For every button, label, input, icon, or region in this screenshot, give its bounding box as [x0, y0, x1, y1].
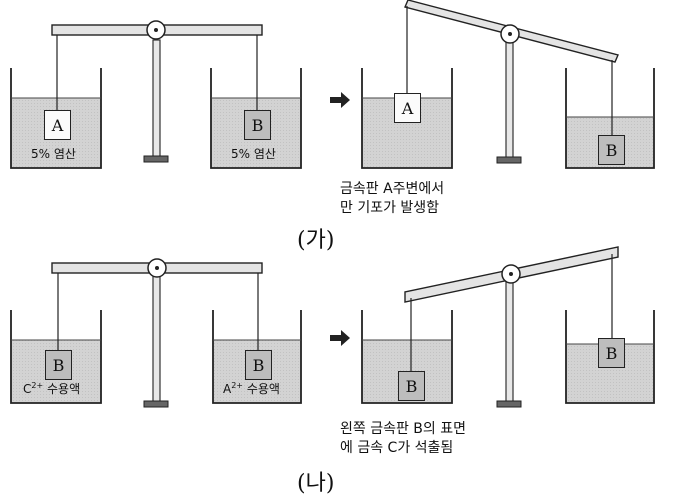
na-left-ion-charge: 2+ [31, 381, 44, 390]
na-before-left-beaker [10, 310, 102, 404]
na-before-stand-pole [152, 274, 161, 404]
ga-after-right-plate: B [598, 135, 625, 165]
na-before-right-beaker [212, 310, 302, 404]
ga-after-stand-base [496, 156, 522, 164]
ga-after-right-beaker [565, 68, 655, 169]
na-after-stand-base [496, 400, 522, 408]
ga-before-right-plate: B [244, 110, 271, 140]
na-arrow-icon [330, 330, 350, 346]
ga-before-right-plate-label: B [251, 115, 264, 135]
na-before-right-plate: B [245, 350, 272, 380]
na-before-left-plate: B [45, 350, 72, 380]
na-before-left-solution-label: C2+ 수용액 [23, 380, 80, 397]
na-before-right-plate-label: B [252, 355, 265, 375]
ga-before-left-plate: A [44, 110, 71, 140]
ga-arrow-icon [330, 92, 350, 108]
na-before-stand-base [143, 400, 169, 408]
na-after-apparatus [361, 246, 655, 408]
ga-after-right-plate-label: B [605, 140, 618, 160]
na-left-solution-text: 수용액 [47, 382, 81, 396]
ga-after-left-plate-label: A [401, 98, 414, 118]
na-after-left-plate: B [398, 371, 425, 401]
na-after-left-plate-label: B [405, 376, 418, 396]
ga-before-left-beaker [10, 68, 102, 169]
na-part-label: (나) [297, 471, 335, 496]
ga-after-left-beaker [361, 68, 453, 169]
na-before-right-solution-label: A2+ 수용액 [223, 380, 280, 397]
ga-observation-line1: 금속판 A주변에서 [340, 181, 445, 197]
na-before-left-plate-label: B [52, 355, 65, 375]
na-observation-line1: 왼쪽 금속판 B의 표면 [340, 421, 466, 437]
ga-part-label: (가) [297, 228, 335, 253]
na-left-ion: C [23, 382, 32, 396]
ga-before-stand-base [143, 155, 169, 163]
na-after-left-beaker [361, 310, 453, 404]
na-right-ion: A [223, 382, 232, 396]
ga-before-left-plate-label: A [51, 115, 64, 135]
na-after-stand-pole [505, 271, 514, 404]
na-after-right-plate: B [598, 338, 625, 368]
na-after-right-beaker [565, 310, 655, 404]
ga-observation: 금속판 A주변에서 만 기포가 발생함 [340, 180, 444, 218]
ga-before-stand-pole [152, 39, 161, 158]
na-observation: 왼쪽 금속판 B의 표면 에 금속 C가 석출됨 [340, 420, 466, 458]
ga-before-left-solution-label: 5% 염산 [31, 147, 76, 161]
ga-after-left-plate: A [394, 93, 421, 123]
ga-after-stand-pole [505, 37, 514, 159]
ga-observation-line2: 만 기포가 발생함 [340, 200, 440, 216]
na-observation-line2: 에 금속 C가 석출됨 [340, 440, 454, 456]
ga-before-right-solution-label: 5% 염산 [231, 147, 276, 161]
na-right-ion-charge: 2+ [231, 381, 244, 390]
na-right-solution-text: 수용액 [246, 382, 280, 396]
na-after-right-plate-label: B [605, 343, 618, 363]
ga-before-right-beaker [210, 68, 302, 169]
